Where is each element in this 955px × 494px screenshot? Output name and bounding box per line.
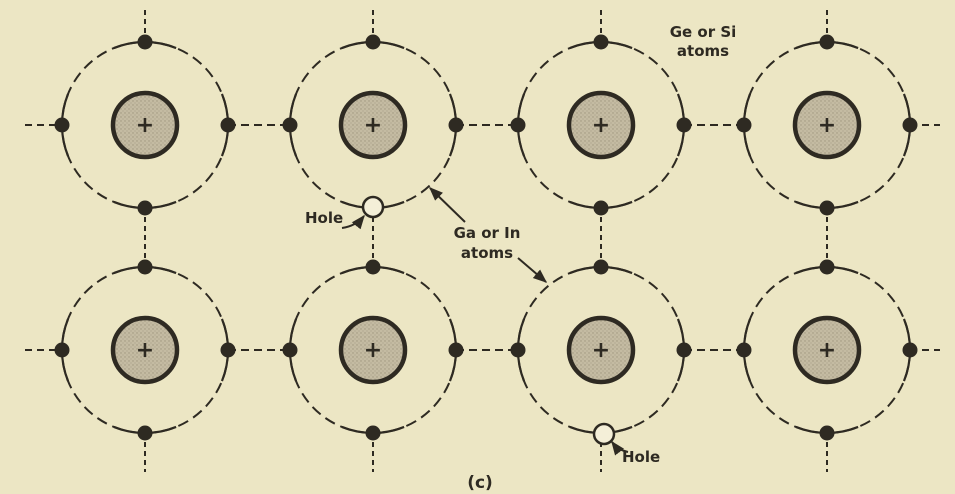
dopant-arrow-lower	[518, 258, 546, 282]
host-atom: +	[283, 260, 464, 441]
host-atom: +	[737, 35, 918, 216]
host-atoms-label-line2: atoms	[677, 42, 729, 60]
valence-electron-dot	[594, 35, 609, 50]
valence-electron-dot	[366, 426, 381, 441]
valence-electron-dot	[820, 260, 835, 275]
valence-electron-dot	[903, 343, 918, 358]
valence-electron-dot	[138, 260, 153, 275]
dopant-arrow-upper	[430, 188, 465, 222]
hole-marker-left	[363, 197, 383, 217]
valence-electron-dot	[138, 201, 153, 216]
valence-electron-dot	[594, 260, 609, 275]
valence-electron-dot	[677, 118, 692, 133]
figure-caption: (c)	[467, 473, 493, 493]
valence-electron-dot	[677, 343, 692, 358]
valence-electron-dot	[221, 343, 236, 358]
valence-electron-dot	[55, 343, 70, 358]
nucleus-plus-sign: +	[136, 338, 154, 363]
valence-electron-dot	[366, 260, 381, 275]
dopant-atom: +	[283, 35, 464, 209]
valence-electron-dot	[820, 201, 835, 216]
valence-electron-dot	[449, 343, 464, 358]
valence-electron-dot	[221, 118, 236, 133]
valence-electron-dot	[449, 118, 464, 133]
dopant-atom: +	[511, 260, 692, 434]
valence-electron-dot	[594, 201, 609, 216]
host-atom: +	[511, 35, 692, 216]
hole-arrow-left	[342, 216, 364, 228]
valence-electron-dot	[511, 343, 526, 358]
host-atom: +	[55, 260, 236, 441]
hole-marker-right	[594, 424, 614, 444]
valence-electron-dot	[820, 426, 835, 441]
host-atom: +	[55, 35, 236, 216]
nucleus-plus-sign: +	[136, 113, 154, 138]
nucleus-plus-sign: +	[364, 338, 382, 363]
host-atom: +	[737, 260, 918, 441]
valence-electron-dot	[903, 118, 918, 133]
valence-electron-dot	[820, 35, 835, 50]
nucleus-plus-sign: +	[818, 338, 836, 363]
nucleus-plus-sign: +	[592, 338, 610, 363]
dopant-atoms-label-line1: Ga or In	[454, 224, 521, 242]
nucleus-plus-sign: +	[592, 113, 610, 138]
valence-electron-dot	[283, 343, 298, 358]
valence-electron-dot	[55, 118, 70, 133]
valence-electron-dot	[366, 35, 381, 50]
dopant-atoms-label-line2: atoms	[461, 244, 513, 262]
valence-electron-dot	[138, 426, 153, 441]
nucleus-plus-sign: +	[364, 113, 382, 138]
hole-label-left: Hole	[305, 209, 343, 227]
valence-electron-dot	[283, 118, 298, 133]
valence-electron-dot	[737, 343, 752, 358]
hole-label-right: Hole	[622, 448, 660, 466]
valence-electron-dot	[737, 118, 752, 133]
valence-electron-dot	[511, 118, 526, 133]
valence-electron-dot	[138, 35, 153, 50]
nucleus-plus-sign: +	[818, 113, 836, 138]
host-atoms-label-line1: Ge or Si	[670, 23, 737, 41]
